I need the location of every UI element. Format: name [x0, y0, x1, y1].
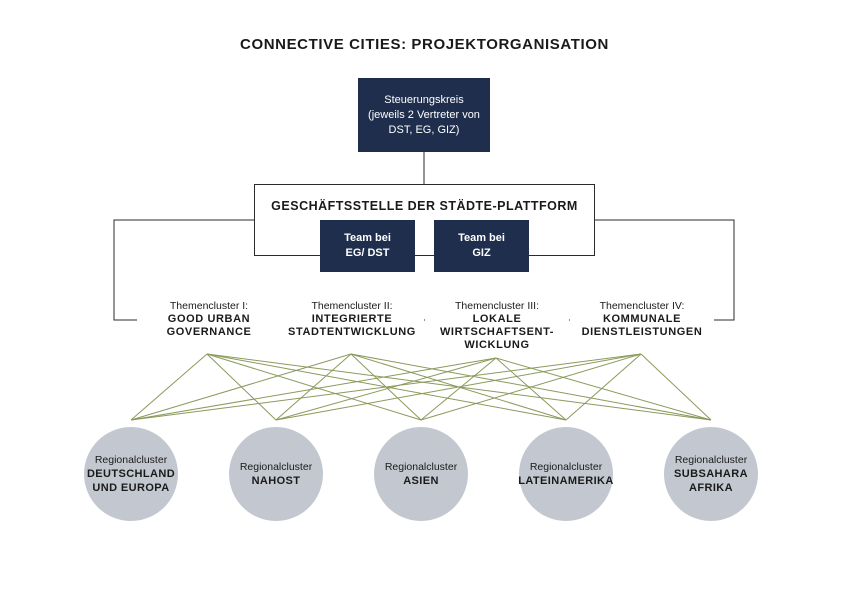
regional-cluster-4: Regionalcluster LATEINAMERIKA	[518, 427, 614, 521]
mesh-link-theme-2-region-2	[275, 353, 352, 421]
mesh-link-theme-3-region-2	[275, 357, 497, 421]
theme-cluster-1: Themencluster I: GOOD URBAN GOVERNANCE	[137, 300, 281, 339]
team-eg-dst-line-1: Team bei	[344, 232, 391, 244]
steering-committee-box: Steuerungskreis (jeweils 2 Vertreter von…	[358, 78, 490, 152]
team-giz-box: Team bei GIZ	[434, 220, 529, 272]
theme-cluster-3-name-line-3: WICKLUNG	[464, 339, 530, 351]
mesh-link-theme-4-region-1	[130, 353, 642, 421]
steering-line-1: Steuerungskreis	[384, 93, 464, 106]
theme-cluster-1-name-line-2: GOVERNANCE	[166, 326, 252, 338]
regional-cluster-1-name-line-1: DEUTSCHLAND	[86, 468, 176, 480]
mesh-link-theme-4-region-5	[640, 353, 712, 421]
mesh-link-theme-2-region-1	[130, 353, 352, 421]
regional-cluster-4-label: Regionalcluster	[529, 461, 603, 473]
mesh-link-theme-4-region-4	[565, 353, 642, 421]
mesh-link-theme-4-region-2	[275, 353, 642, 421]
regional-cluster-5-label: Regionalcluster	[674, 454, 748, 466]
regional-cluster-2-name-line-1: NAHOST	[251, 475, 301, 487]
mesh-link-theme-3-region-1	[130, 357, 497, 421]
regional-cluster-1-label: Regionalcluster	[94, 454, 168, 466]
team-giz-line-2: GIZ	[472, 247, 491, 259]
right-bracket	[595, 219, 735, 321]
office-title: GESCHÄFTSSTELLE DER STÄDTE-PLATTFORM	[271, 199, 578, 213]
theme-cluster-3-name-line-1: LOKALE	[472, 313, 522, 325]
theme-cluster-4-name-line-1: KOMMUNALE	[602, 313, 682, 325]
theme-cluster-2-label: Themencluster II:	[311, 300, 393, 312]
mesh-link-theme-1-region-1	[130, 353, 208, 421]
theme-cluster-1-name-line-1: GOOD URBAN	[167, 313, 251, 325]
left-bracket	[113, 219, 254, 321]
regional-cluster-4-name-line-1: LATEINAMERIKA	[518, 475, 614, 487]
steering-line-2: (jeweils 2 Vertreter von	[368, 108, 480, 121]
regional-cluster-3-name-line-1: ASIEN	[403, 475, 439, 487]
theme-cluster-2: Themencluster II: INTEGRIERTE STADTENTWI…	[280, 300, 424, 339]
regional-cluster-3-label: Regionalcluster	[384, 461, 458, 473]
regional-cluster-1: Regionalcluster DEUTSCHLAND UND EUROPA	[84, 427, 178, 521]
regional-cluster-3: Regionalcluster ASIEN	[374, 427, 468, 521]
regional-cluster-2: Regionalcluster NAHOST	[229, 427, 323, 521]
regional-cluster-5-name-line-2: AFRIKA	[689, 482, 733, 494]
theme-cluster-4-label: Themencluster IV:	[599, 300, 685, 312]
regional-cluster-5-name-line-1: SUBSAHARA	[674, 468, 748, 480]
theme-cluster-4-name-line-2: DIENSTLEISTUNGEN	[581, 326, 703, 338]
theme-cluster-2-name-line-2: STADTENTWICKLUNG	[288, 326, 416, 338]
office-box: GESCHÄFTSSTELLE DER STÄDTE-PLATTFORM	[254, 184, 595, 256]
diagram-title: CONNECTIVE CITIES: PROJEKTORGANISATION	[240, 36, 609, 53]
theme-cluster-4: Themencluster IV: KOMMUNALE DIENSTLEISTU…	[570, 300, 714, 339]
team-eg-dst-box: Team bei EG/ DST	[320, 220, 415, 272]
steering-line-3: DST, EG, GIZ)	[388, 123, 460, 136]
theme-region-mesh	[130, 353, 712, 421]
theme-cluster-3-label: Themencluster III:	[454, 300, 540, 312]
regional-cluster-2-label: Regionalcluster	[239, 461, 313, 473]
team-giz-line-1: Team bei	[458, 232, 505, 244]
theme-cluster-3: Themencluster III: LOKALE WIRTSCHAFTSENT…	[425, 300, 569, 352]
regional-cluster-1-name-line-2: UND EUROPA	[92, 482, 170, 494]
mesh-link-theme-4-region-3	[420, 353, 642, 421]
mesh-link-theme-3-region-3	[420, 357, 497, 421]
theme-cluster-1-label: Themencluster I:	[169, 300, 249, 312]
regional-cluster-5: Regionalcluster SUBSAHARA AFRIKA	[664, 427, 758, 521]
theme-cluster-2-name-line-1: INTEGRIERTE	[311, 313, 393, 325]
theme-cluster-3-name-line-2: WIRTSCHAFTSENT-	[439, 326, 555, 338]
mesh-link-theme-3-region-4	[495, 357, 567, 421]
team-eg-dst-line-2: EG/ DST	[345, 247, 390, 259]
